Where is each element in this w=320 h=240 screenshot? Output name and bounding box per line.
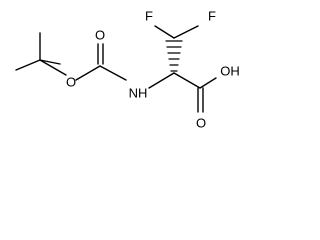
- bond-n-alpha: [148, 72, 175, 89]
- bond-acid-oh: [199, 77, 217, 89]
- atom-oh: OH: [220, 63, 240, 78]
- molecule-drawing: O O NH F F OH O: [0, 0, 264, 138]
- bond-carbonyl-n: [99, 65, 127, 81]
- hashed-wedge-bond: [165, 40, 183, 72]
- bond-alpha-acid-carbon: [173, 72, 201, 89]
- atom-o-carbonyl-boc: O: [95, 27, 105, 42]
- atom-f-left: F: [145, 8, 153, 23]
- bond-chf2-f-right: [173, 25, 199, 39]
- bond-tbu-methyl-left: [15, 59, 41, 71]
- bond-tbu-methyl-right: [39, 59, 61, 65]
- structure-svg: O O NH F F OH O: [15, 8, 240, 130]
- atom-nh: NH: [129, 85, 148, 100]
- bond-o-carbonyl: [75, 65, 101, 81]
- bond-chf2-f-left: [154, 25, 175, 39]
- bond-tbu-o: [39, 59, 67, 76]
- atom-o-ether: O: [66, 74, 76, 89]
- atom-o-carbonyl-acid: O: [196, 115, 206, 130]
- atom-f-right: F: [208, 8, 216, 23]
